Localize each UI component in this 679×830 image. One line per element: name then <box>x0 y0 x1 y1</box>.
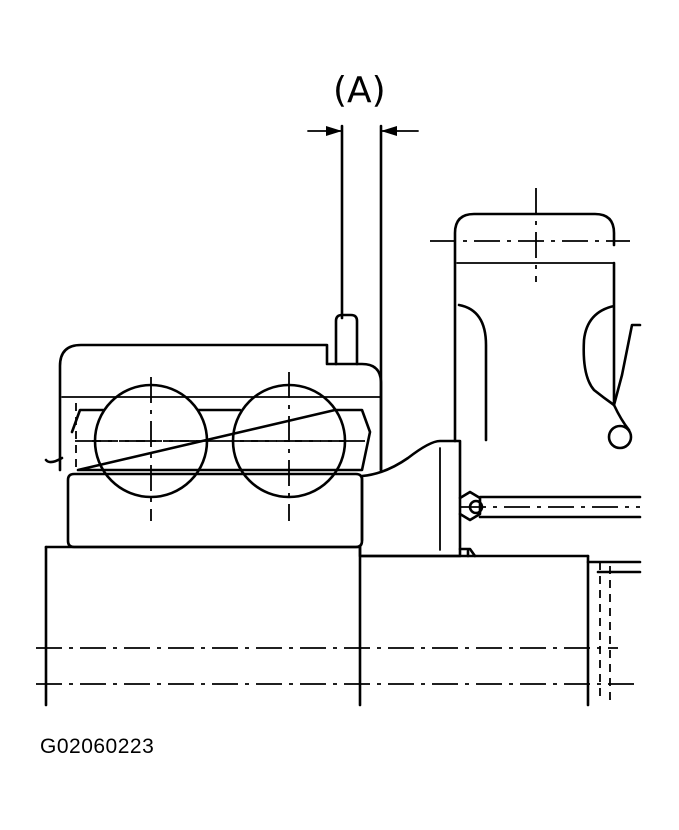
inner-race <box>66 472 364 549</box>
shim-tab <box>334 313 359 366</box>
dimension-a-indicator <box>307 124 419 472</box>
housing-lip-left <box>44 456 64 464</box>
roller-right <box>231 372 348 521</box>
collar-base <box>458 547 477 558</box>
roller-left <box>92 377 210 521</box>
outer-race <box>58 343 383 472</box>
shaft <box>44 545 642 707</box>
roller-cage <box>70 408 372 472</box>
figure-code: G02060223 <box>40 735 155 758</box>
adjacent-housing <box>430 188 642 450</box>
dimension-a-label: (A) <box>333 70 386 111</box>
lock-collar <box>360 439 462 558</box>
set-screw <box>458 490 642 522</box>
